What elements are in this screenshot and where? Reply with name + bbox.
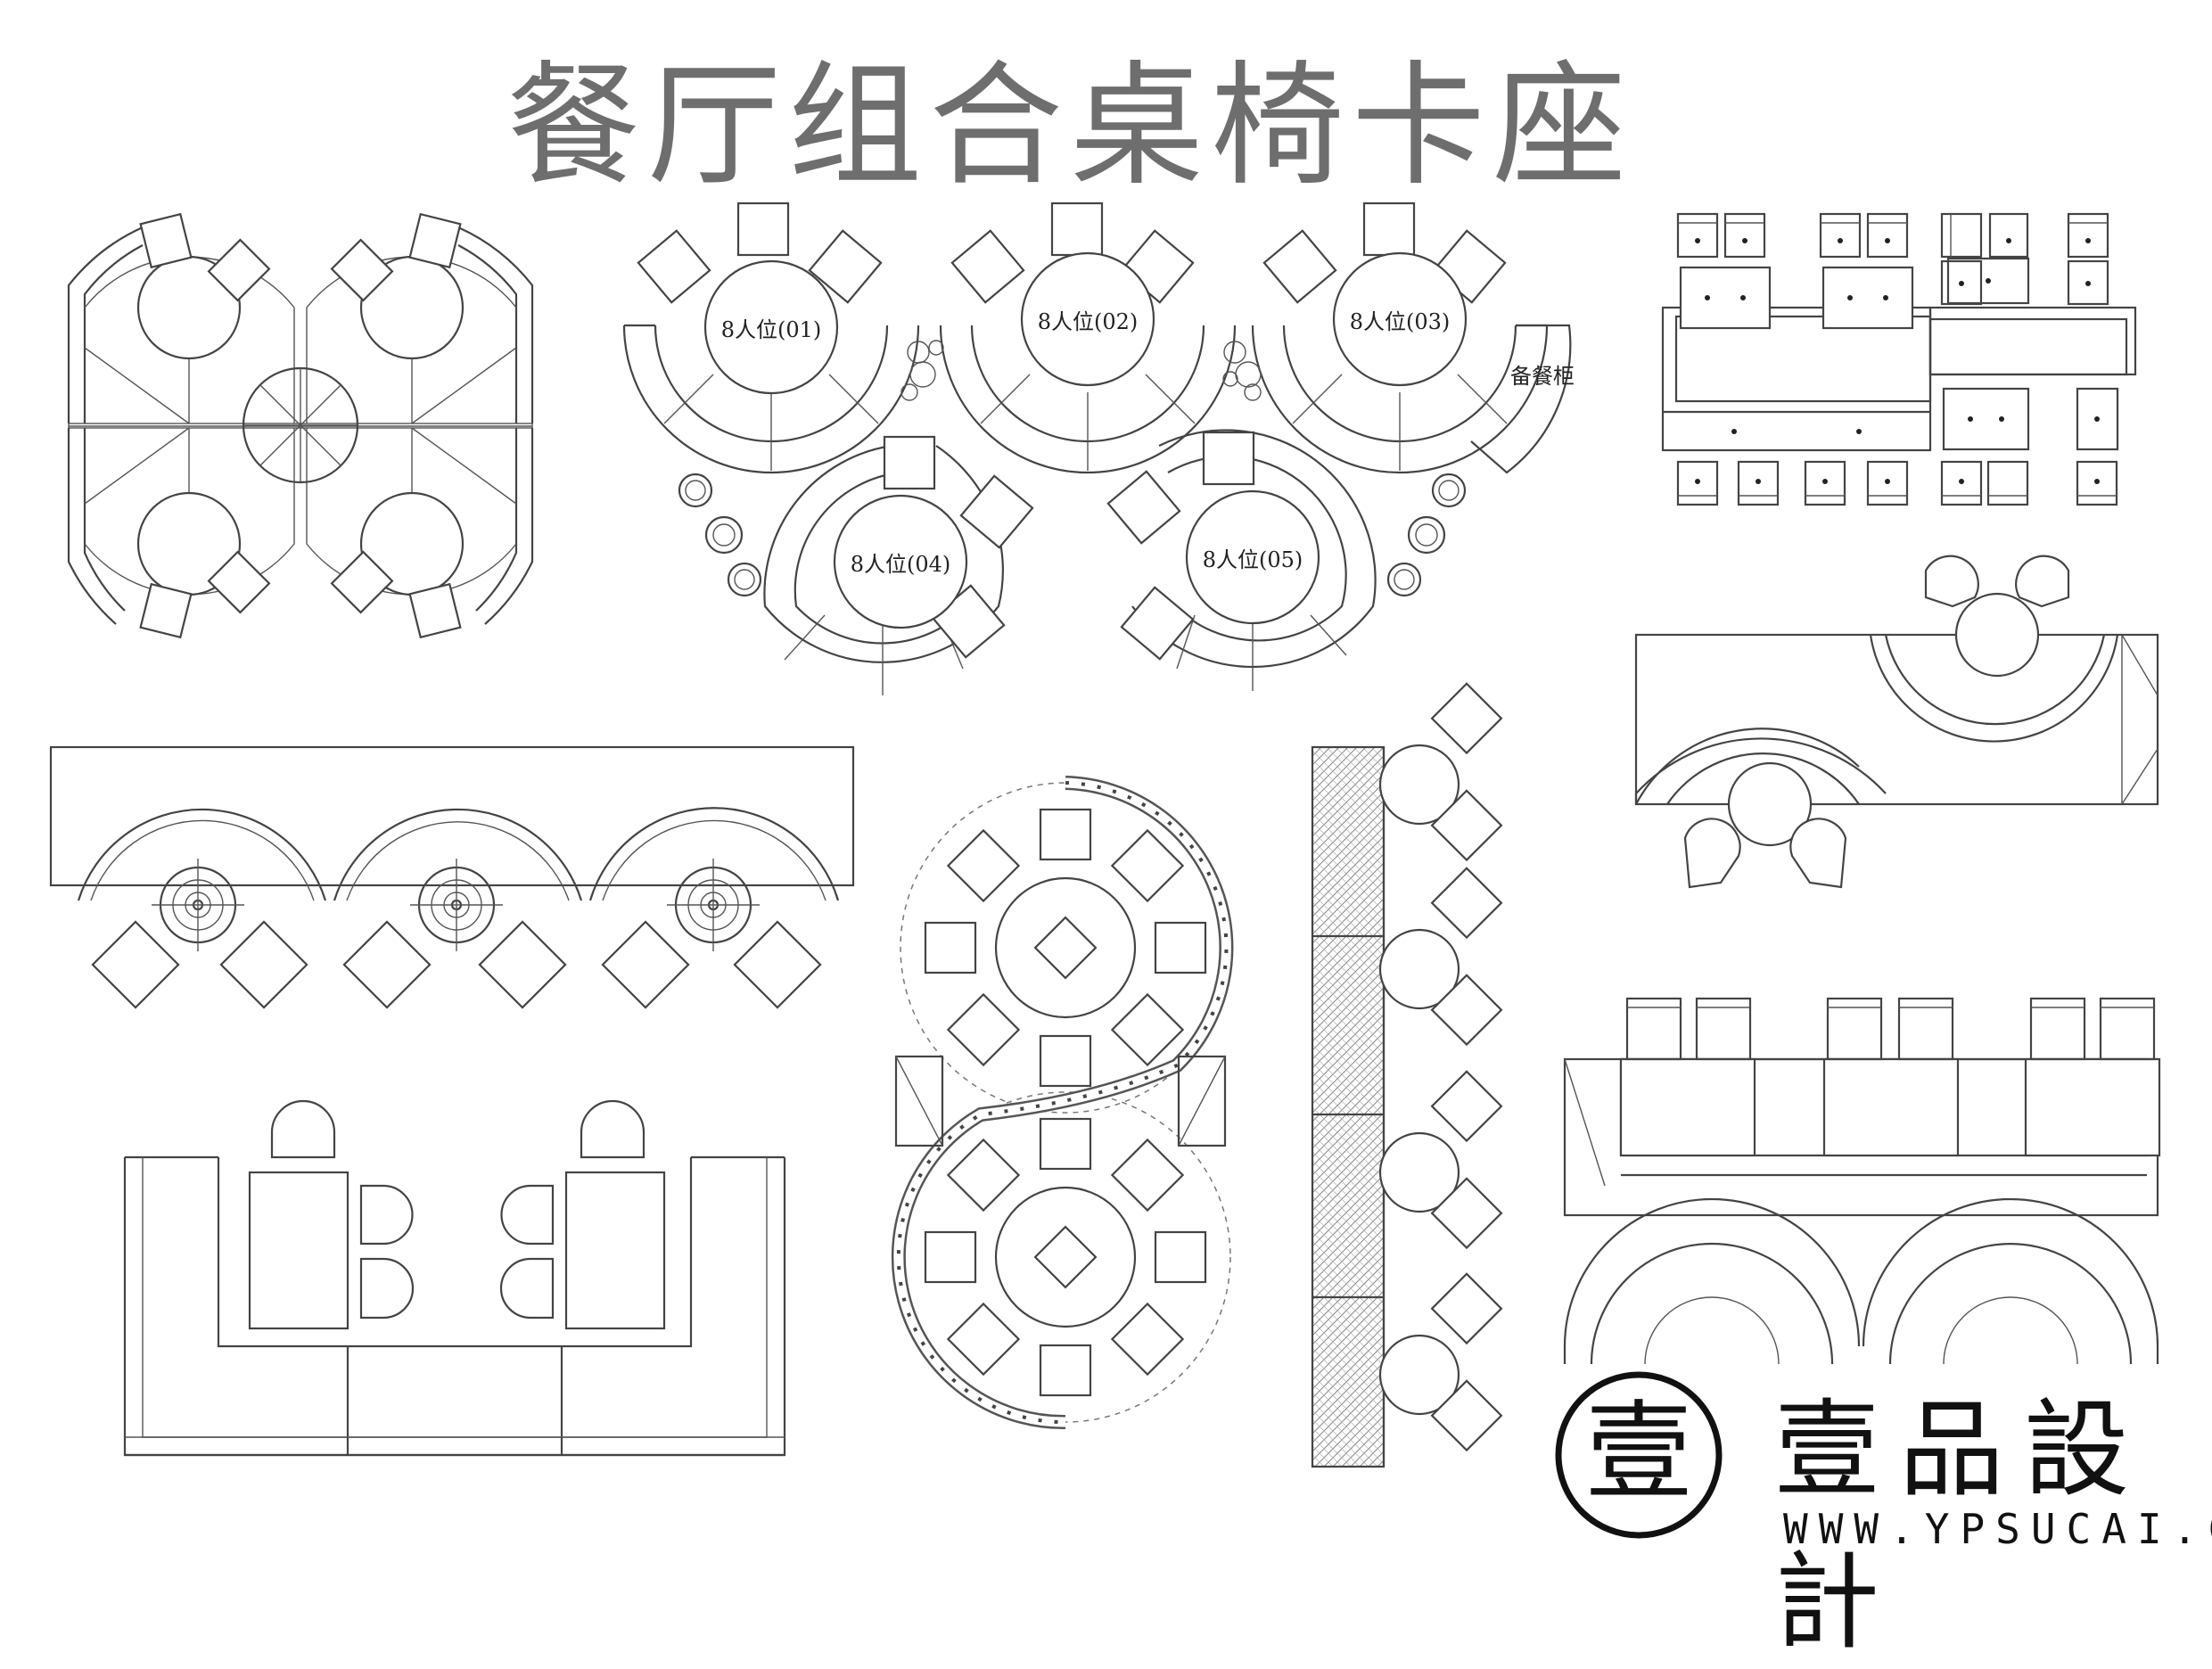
table-label-01: 8人位(01) [721,317,822,342]
floor-plan-drawing: 8人位(01) 8人位(02) 8人位(03) 8人位(04) 8人位(05) … [49,201,2161,1539]
figure-eight-chairs-bottom [924,1117,1207,1397]
group-figure-eight [891,776,1234,1430]
group-triple-booth [49,745,855,1009]
group-s-booth [1634,555,2159,889]
table-label-02: 8人位(02) [1038,309,1139,334]
group-counter-block [1661,212,2137,506]
group-u-booth [123,1099,786,1457]
group-round-tables: 8人位(01) 8人位(02) 8人位(03) 8人位(04) 8人位(05) … [622,201,1575,695]
booth-table-2 [410,859,503,951]
group-arc-booth [1563,997,2161,1365]
sideboard-label: 备餐柜 [1510,364,1575,389]
table-label-05: 8人位(05) [1203,547,1303,572]
group-quad-booth [67,212,534,639]
brand-logo-mark: 壹 [1555,1371,1723,1539]
page-title: 餐厅组合桌椅卡座 [506,49,1633,204]
booth-table-1 [152,859,244,951]
group-wall-bench [1311,682,1503,1468]
table-label-03: 8人位(03) [1350,309,1451,334]
logo-glyph: 壹 [1585,1391,1692,1515]
figure-eight-chairs-top [924,808,1207,1088]
brand-url: WWW.YPSUCAI.COM [1783,1505,2212,1553]
booth-table-3 [667,859,760,951]
table-label-04: 8人位(04) [851,552,951,577]
